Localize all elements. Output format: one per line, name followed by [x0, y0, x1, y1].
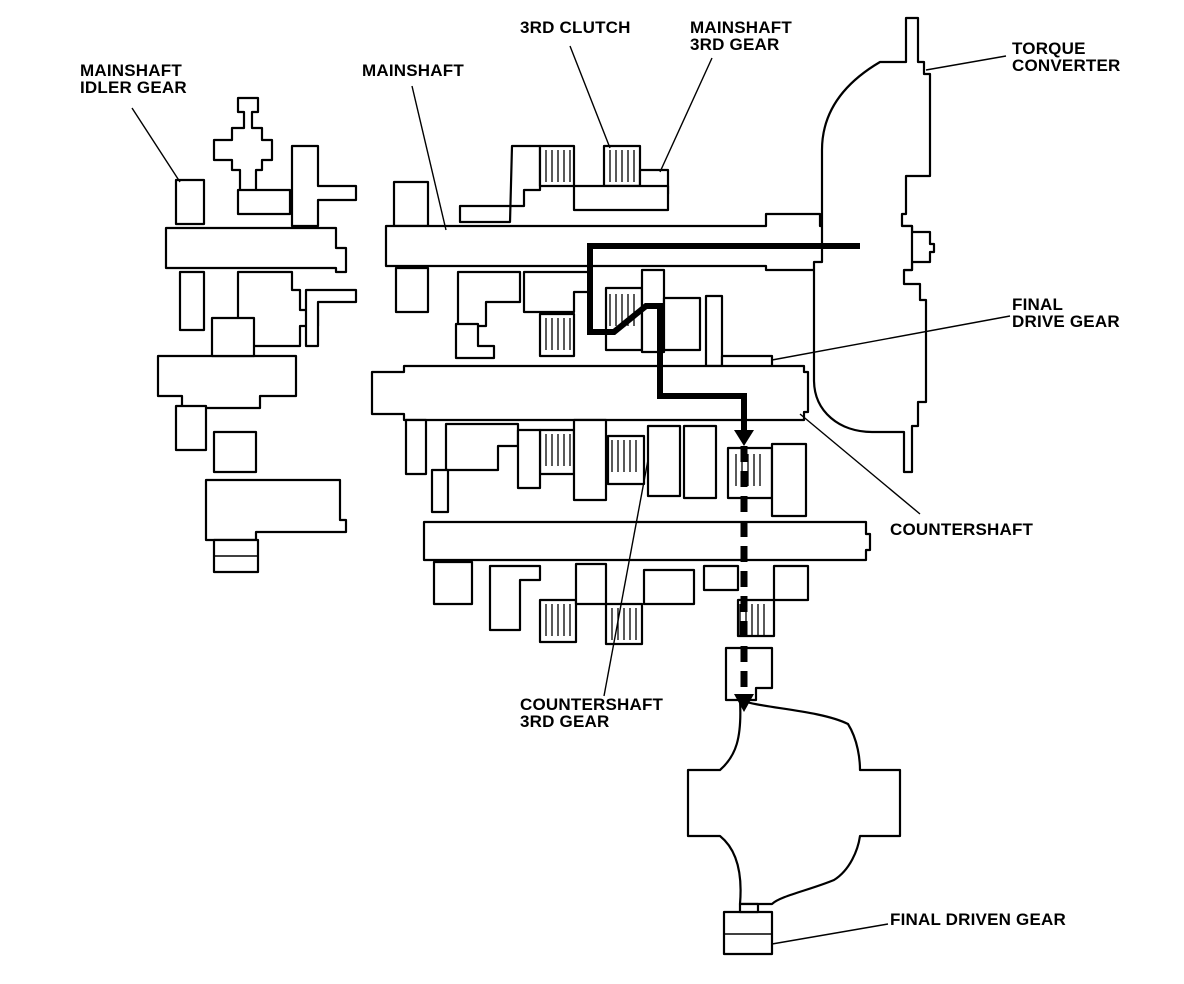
leader-mainshaft-3rd-gear	[659, 57, 713, 173]
leader-final-driven-gear	[771, 923, 889, 945]
leader-torque-converter	[925, 55, 1007, 71]
leader-countershaft	[799, 413, 921, 515]
leader-mainshaft	[411, 85, 447, 231]
leader-countershaft-3rd-gear	[603, 459, 649, 697]
label-final-driven-gear: FINAL DRIVEN GEAR	[890, 910, 1066, 929]
power-flow-path	[587, 243, 860, 712]
label-final-drive-gear: FINAL DRIVE GEAR	[1012, 295, 1120, 331]
label-mainshaft-idler-gear: MAINSHAFT IDLER GEAR	[80, 61, 187, 97]
countershaft-assembly	[370, 364, 810, 518]
label-mainshaft-3rd-gear: MAINSHAFT 3RD GEAR	[690, 18, 792, 54]
clutch-plate-hatching	[545, 149, 765, 641]
torque-converter	[812, 16, 932, 474]
label-mainshaft: MAINSHAFT	[362, 61, 464, 80]
idler-shaft-assembly	[156, 96, 358, 574]
leader-lines	[131, 45, 1011, 945]
label-countershaft: COUNTERSHAFT	[890, 520, 1034, 539]
leader-mainshaft-idler-gear	[131, 107, 181, 183]
differential-assembly	[686, 646, 902, 956]
secondary-shaft-assembly	[422, 520, 872, 646]
label-countershaft-3rd-gear: COUNTERSHAFT 3RD GEAR	[520, 695, 664, 731]
label-3rd-clutch: 3RD CLUTCH	[520, 18, 631, 37]
leader-final-drive-gear	[771, 315, 1011, 361]
leader-3rd-clutch	[569, 45, 611, 149]
label-torque-converter: TORQUE CONVERTER	[1012, 39, 1121, 75]
